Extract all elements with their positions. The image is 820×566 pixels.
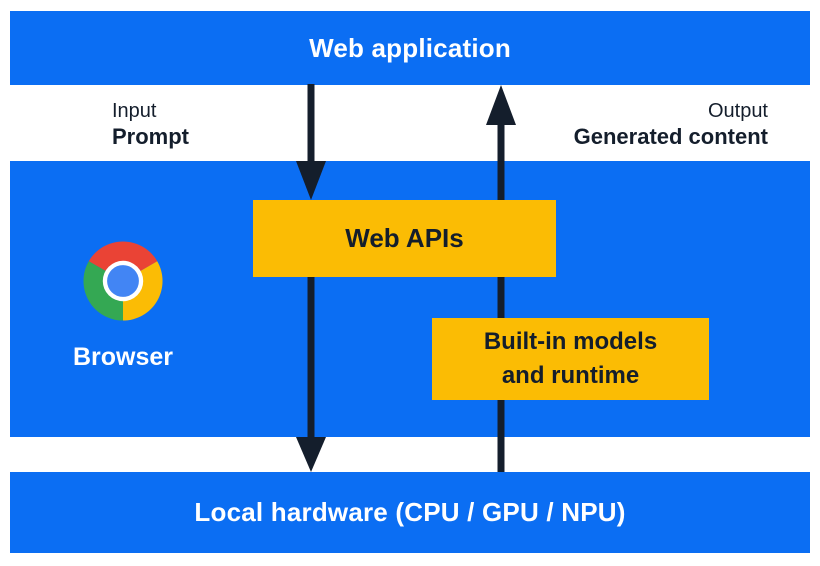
builtin-models-label-line1: Built-in models xyxy=(483,328,658,355)
input-value: Prompt xyxy=(112,124,189,149)
output-label-group: Output Generated content xyxy=(574,99,768,150)
web-application-bar: Web application xyxy=(10,11,810,85)
builtin-models-box: Built-in models and runtime xyxy=(432,318,709,400)
local-hardware-label: Local hardware (CPU / GPU / NPU) xyxy=(194,497,626,527)
generated-content-up-arrow xyxy=(486,85,516,472)
chrome-icon xyxy=(83,241,163,321)
builtin-models-label-line2: and runtime xyxy=(501,362,640,389)
prompt-down-arrow-bottom xyxy=(296,277,326,472)
browser-group: Browser xyxy=(63,238,183,372)
web-apis-label: Web APIs xyxy=(345,223,464,253)
local-hardware-bar: Local hardware (CPU / GPU / NPU) xyxy=(10,472,810,553)
input-label-group: Input Prompt xyxy=(112,99,189,150)
prompt-down-arrow-top xyxy=(296,84,326,200)
web-apis-box: Web APIs xyxy=(253,200,556,277)
input-caption: Input xyxy=(112,100,157,122)
web-application-label: Web application xyxy=(309,32,511,63)
output-caption: Output xyxy=(707,100,768,122)
output-value: Generated content xyxy=(573,124,768,149)
browser-label: Browser xyxy=(72,343,174,371)
